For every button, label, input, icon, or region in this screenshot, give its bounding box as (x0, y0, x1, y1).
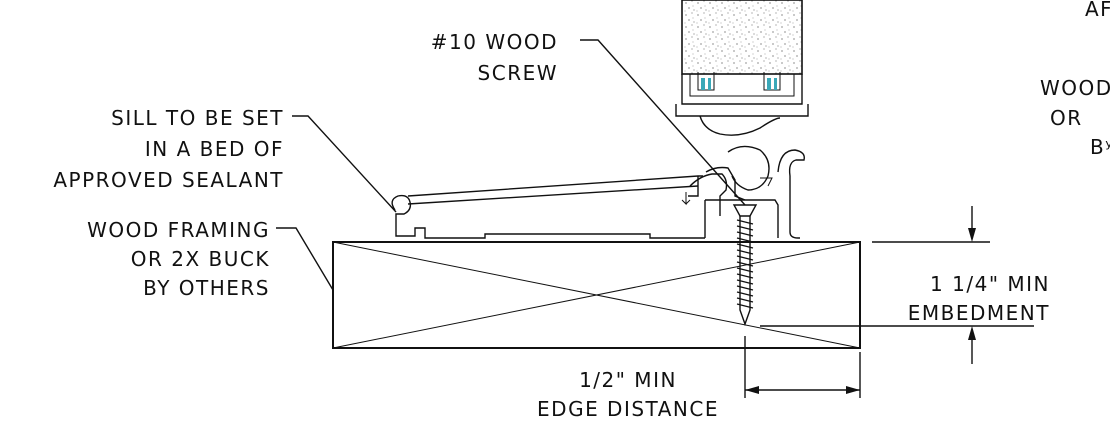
sill-extrusion (391, 145, 805, 239)
svg-text:#10 WOOD: #10 WOOD (431, 30, 558, 54)
svg-text:AF: AF (1085, 0, 1110, 21)
sill-leader (292, 115, 397, 213)
svg-text:OR: OR (1050, 106, 1083, 130)
svg-text:APPROVED SEALANT: APPROVED SEALANT (53, 168, 284, 192)
label-wood-framing: WOOD FRAMING OR 2X BUCK BY OTHERS (87, 218, 270, 300)
label-embedment: 1 1/4" MIN EMBEDMENT (908, 272, 1050, 325)
svg-text:1 1/4" MIN: 1 1/4" MIN (930, 272, 1050, 296)
svg-text:Bʸ: Bʸ (1090, 135, 1110, 159)
svg-text:1/2" MIN: 1/2" MIN (579, 368, 677, 392)
label-edge-distance: 1/2" MIN EDGE DISTANCE (537, 368, 719, 421)
embedment-dimension (760, 206, 1034, 364)
wood-screw (732, 204, 758, 327)
svg-text:IN A BED OF: IN A BED OF (145, 137, 284, 161)
label-sill-sealant: SILL TO BE SET IN A BED OF APPROVED SEAL… (53, 106, 284, 192)
label-right-cutoff: AF WOOD OR Bʸ (1040, 0, 1110, 159)
edge-distance-dimension (744, 336, 861, 398)
svg-text:WOOD: WOOD (1040, 76, 1110, 100)
svg-text:SILL TO BE SET: SILL TO BE SET (111, 106, 284, 130)
svg-text:SCREW: SCREW (478, 61, 558, 85)
door-panel (675, 0, 809, 136)
svg-text:OR 2X BUCK: OR 2X BUCK (131, 247, 270, 271)
svg-text:EMBEDMENT: EMBEDMENT (908, 301, 1050, 325)
svg-text:BY OTHERS: BY OTHERS (143, 276, 270, 300)
wood-framing-block (332, 241, 861, 349)
svg-text:WOOD FRAMING: WOOD FRAMING (87, 218, 270, 242)
svg-text:EDGE DISTANCE: EDGE DISTANCE (537, 397, 719, 421)
wood-screw-leader (580, 39, 746, 206)
label-wood-screw: #10 WOOD SCREW (431, 30, 558, 85)
framing-leader (276, 227, 334, 291)
